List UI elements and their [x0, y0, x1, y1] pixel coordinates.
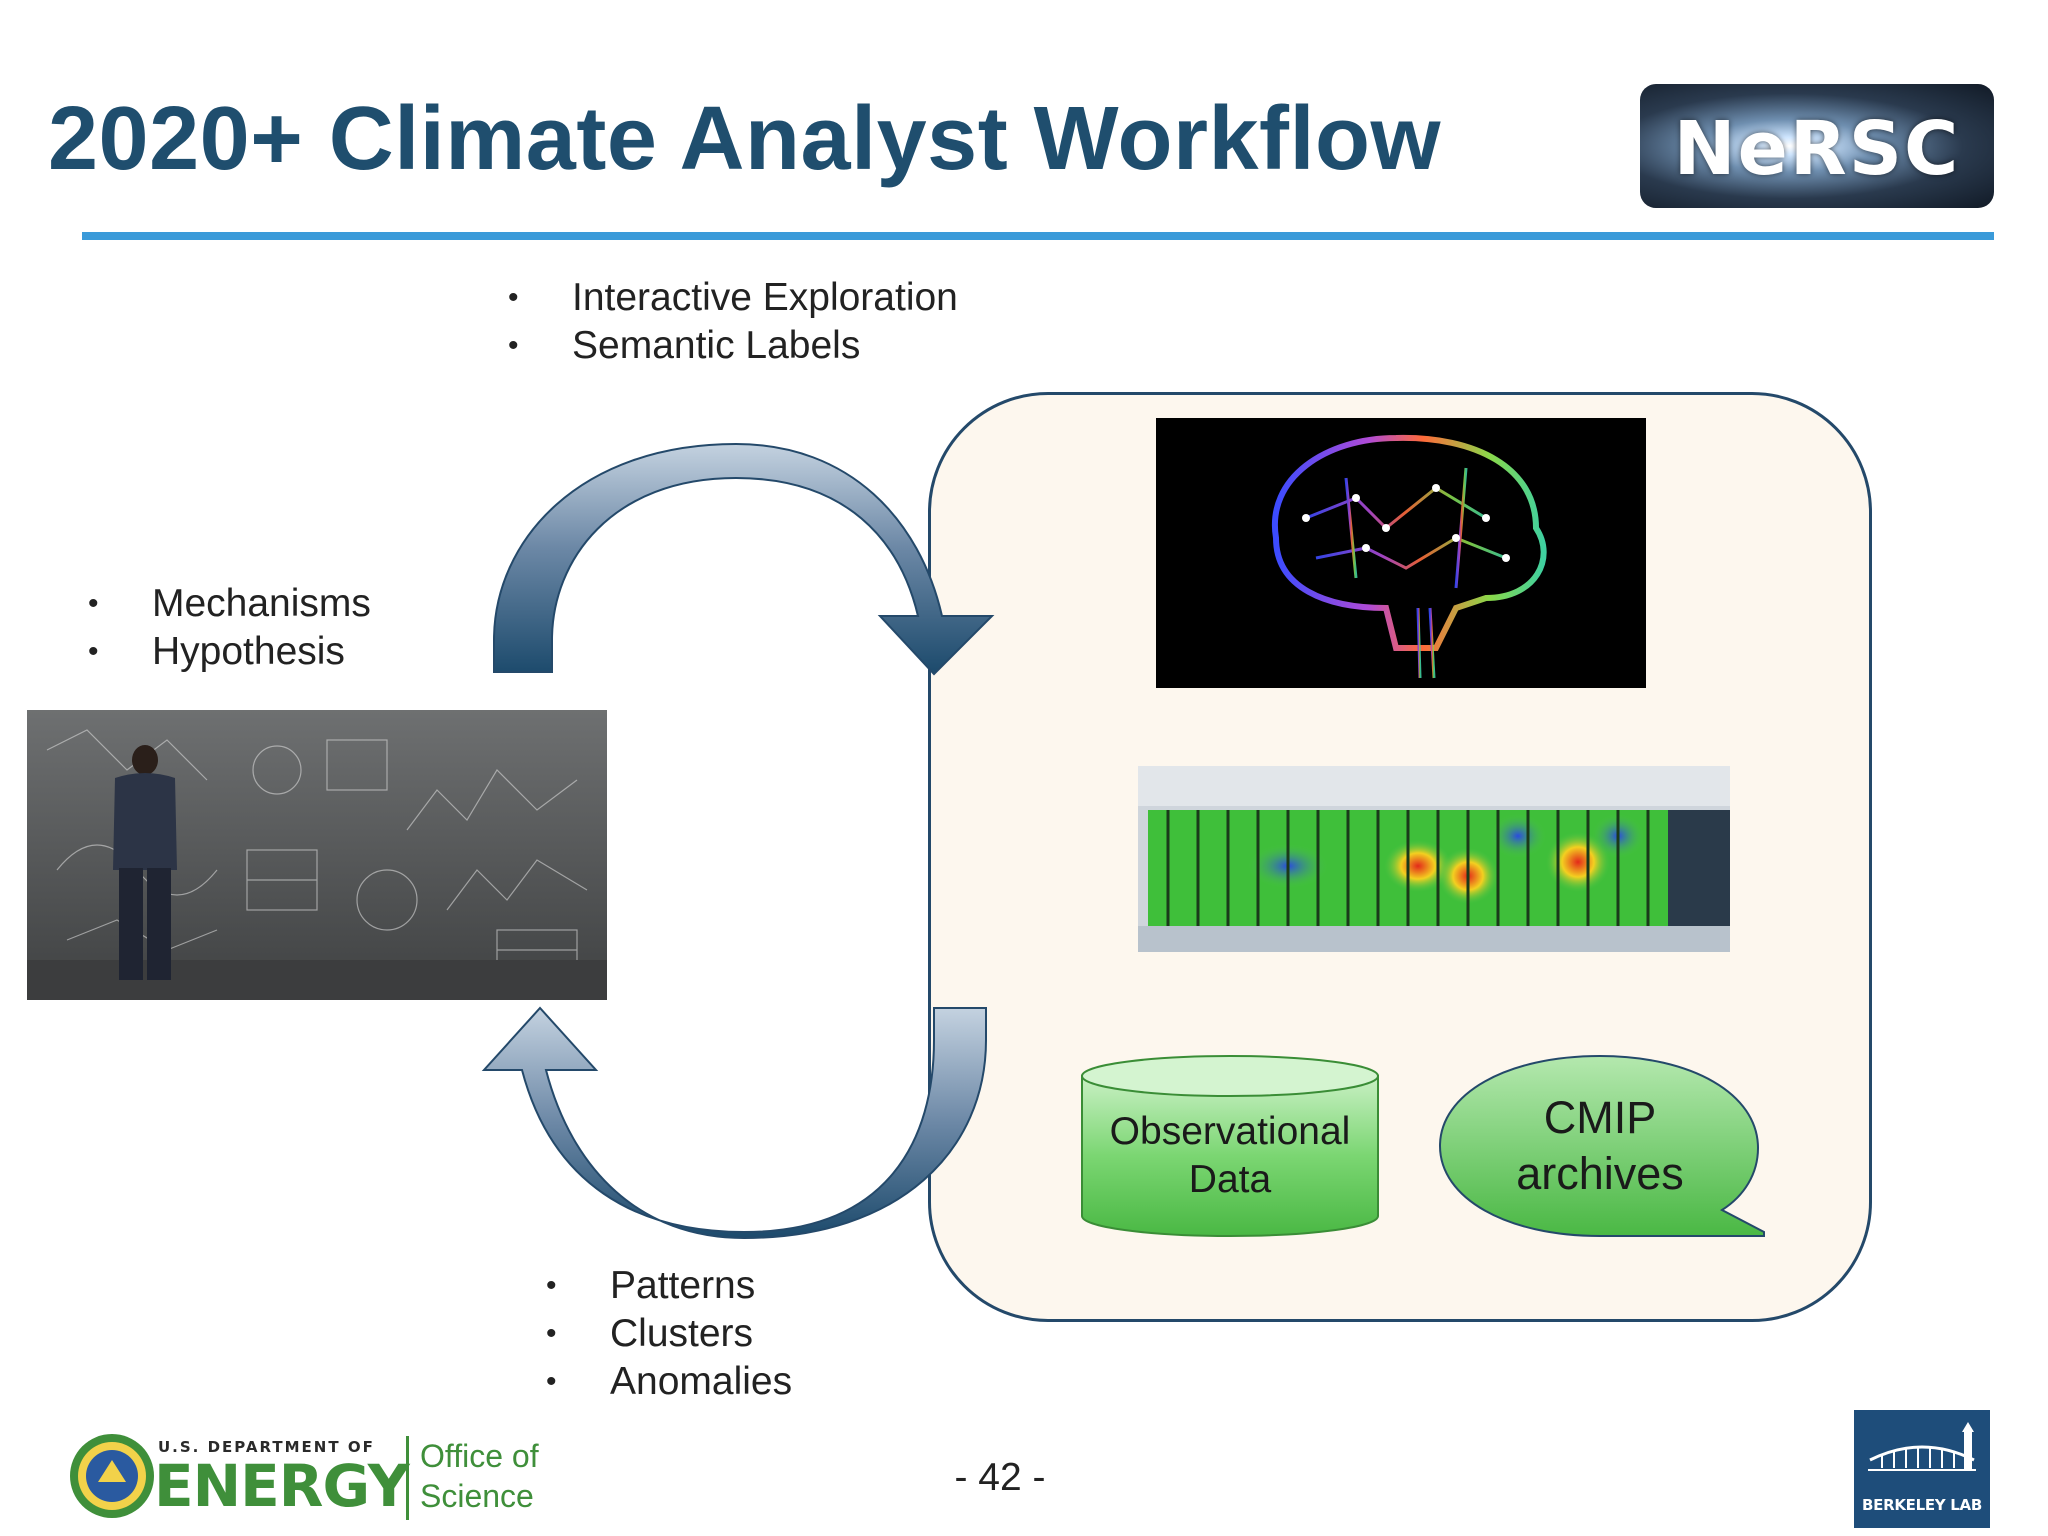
bullet-item: Patterns	[546, 1262, 792, 1310]
bullet-list-bottom: Patterns Clusters Anomalies	[546, 1262, 792, 1406]
berkeley-lab-logo: BERKELEY LAB	[1854, 1410, 1990, 1528]
doe-seal-icon	[70, 1434, 154, 1518]
observational-data-label: Observational Data	[1078, 1108, 1382, 1204]
doe-energy-label: ENERGY	[154, 1452, 410, 1520]
bullet-item: Anomalies	[546, 1358, 792, 1406]
bullet-item: Mechanisms	[88, 580, 371, 628]
observational-data-cylinder	[1081, 1055, 1379, 1237]
bullet-list-left: Mechanisms Hypothesis	[88, 580, 371, 676]
observational-data-line2: Data	[1188, 1158, 1272, 1201]
nersc-logo: NeRSC	[1640, 84, 1994, 208]
bullet-item: Interactive Exploration	[508, 274, 958, 322]
scientist-at-chalkboard-image	[27, 710, 607, 1000]
curved-arrow-right-icon	[493, 442, 995, 676]
doe-divider	[406, 1436, 409, 1520]
bullet-item: Semantic Labels	[508, 322, 958, 370]
doe-office-line1: Office of	[420, 1438, 539, 1474]
berkeley-lab-label: BERKELEY LAB	[1862, 1496, 1982, 1514]
curved-arrow-left-icon	[481, 1006, 987, 1240]
scientist-figure-icon	[113, 745, 177, 980]
doe-department-label: U.S. DEPARTMENT OF	[158, 1438, 375, 1456]
cmip-archives-label: CMIP archives	[1440, 1090, 1760, 1202]
slide-title: 2020+ Climate Analyst Workflow	[48, 89, 1441, 189]
cmip-line1: CMIP	[1543, 1092, 1657, 1143]
nersc-supercomputer-image	[1138, 766, 1730, 952]
cmip-line2: archives	[1516, 1148, 1684, 1199]
doe-office-of-science-logo: U.S. DEPARTMENT OF ENERGY Office of Scie…	[68, 1430, 556, 1526]
ai-circuit-brain-image	[1156, 418, 1646, 688]
doe-office-line2: Science	[420, 1478, 534, 1514]
doe-office-label: Office of Science	[420, 1436, 539, 1516]
bullet-item: Hypothesis	[88, 628, 371, 676]
cmip-archives-bubble	[1438, 1054, 1765, 1237]
nersc-logo-text: NeRSC	[1673, 106, 1961, 192]
bullet-list-top: Interactive Exploration Semantic Labels	[508, 274, 958, 370]
page-number: - 42 -	[954, 1456, 1046, 1499]
title-underline-rule	[82, 232, 1994, 240]
observational-data-line1: Observational	[1109, 1110, 1351, 1153]
bullet-item: Clusters	[546, 1310, 792, 1358]
berkeley-building-icon	[1868, 1422, 1976, 1471]
